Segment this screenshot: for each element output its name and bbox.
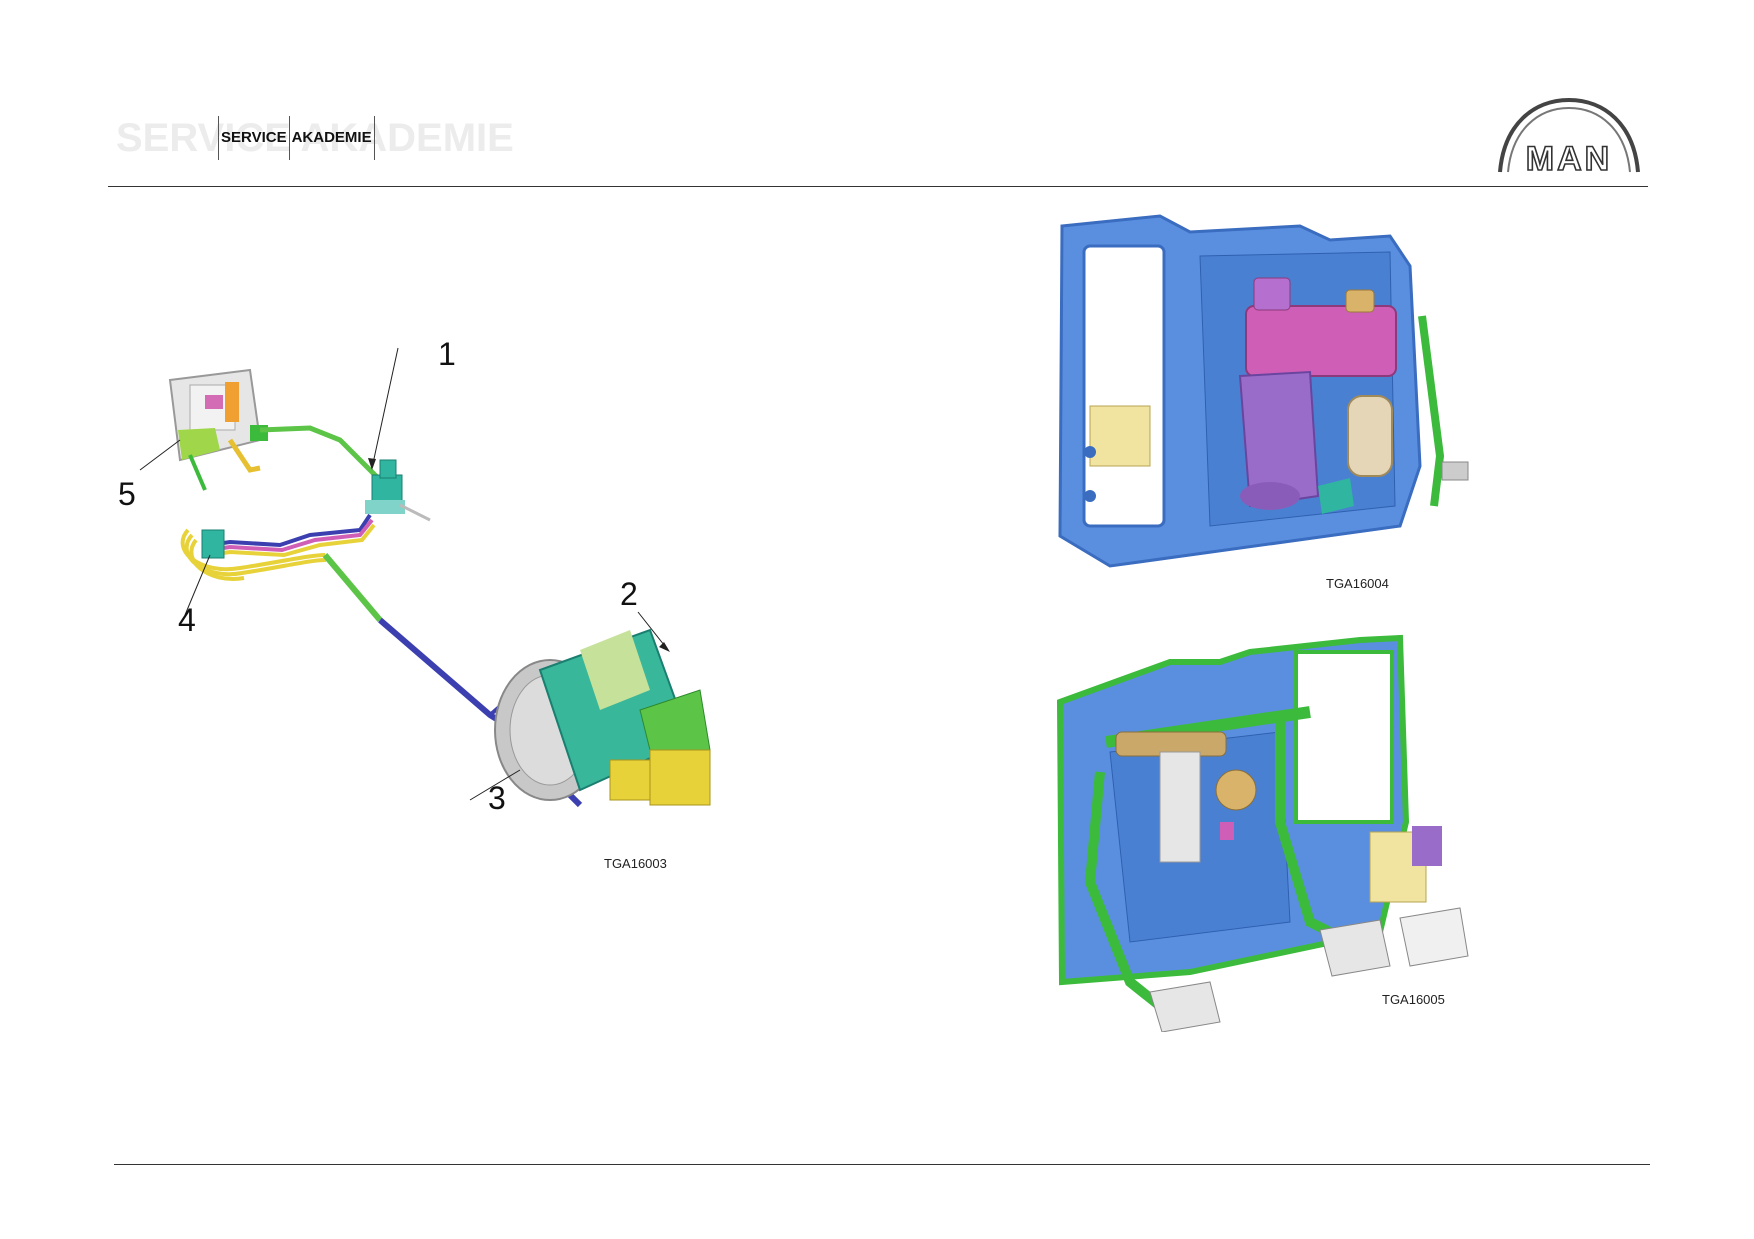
callout-4: 4 xyxy=(178,602,196,638)
label-akademie: AKADEMIE xyxy=(288,116,375,160)
gearbox xyxy=(494,628,711,806)
pedal-box-bottom-figure xyxy=(1056,634,1469,1032)
clutch-servo-valve xyxy=(365,459,405,514)
callout-3: 3 xyxy=(488,780,506,816)
header-rule xyxy=(108,186,1648,187)
callout-1: 1 xyxy=(438,336,456,372)
callout-2: 2 xyxy=(620,576,638,612)
footer-rule xyxy=(114,1164,1650,1165)
figure-caption-tga16003: TGA16003 xyxy=(604,856,667,871)
label-service: SERVICE xyxy=(218,116,289,160)
clutch-position-module xyxy=(201,529,225,559)
callout-5: 5 xyxy=(118,476,136,512)
pedal-box-small xyxy=(168,368,268,491)
clutch-system-overview-figure xyxy=(139,347,711,808)
pedal-box-top-figure xyxy=(1058,214,1469,568)
figure-caption-tga16004: TGA16004 xyxy=(1326,576,1389,591)
logo-text: MAN xyxy=(1526,140,1612,178)
figure-caption-tga16005: TGA16005 xyxy=(1382,992,1445,1007)
header-ghost-title: SERVICE AKADEMIE xyxy=(116,116,514,160)
service-akademie-label: SERVICE AKADEMIE xyxy=(218,116,375,160)
man-logo-icon: MAN xyxy=(1498,97,1640,178)
